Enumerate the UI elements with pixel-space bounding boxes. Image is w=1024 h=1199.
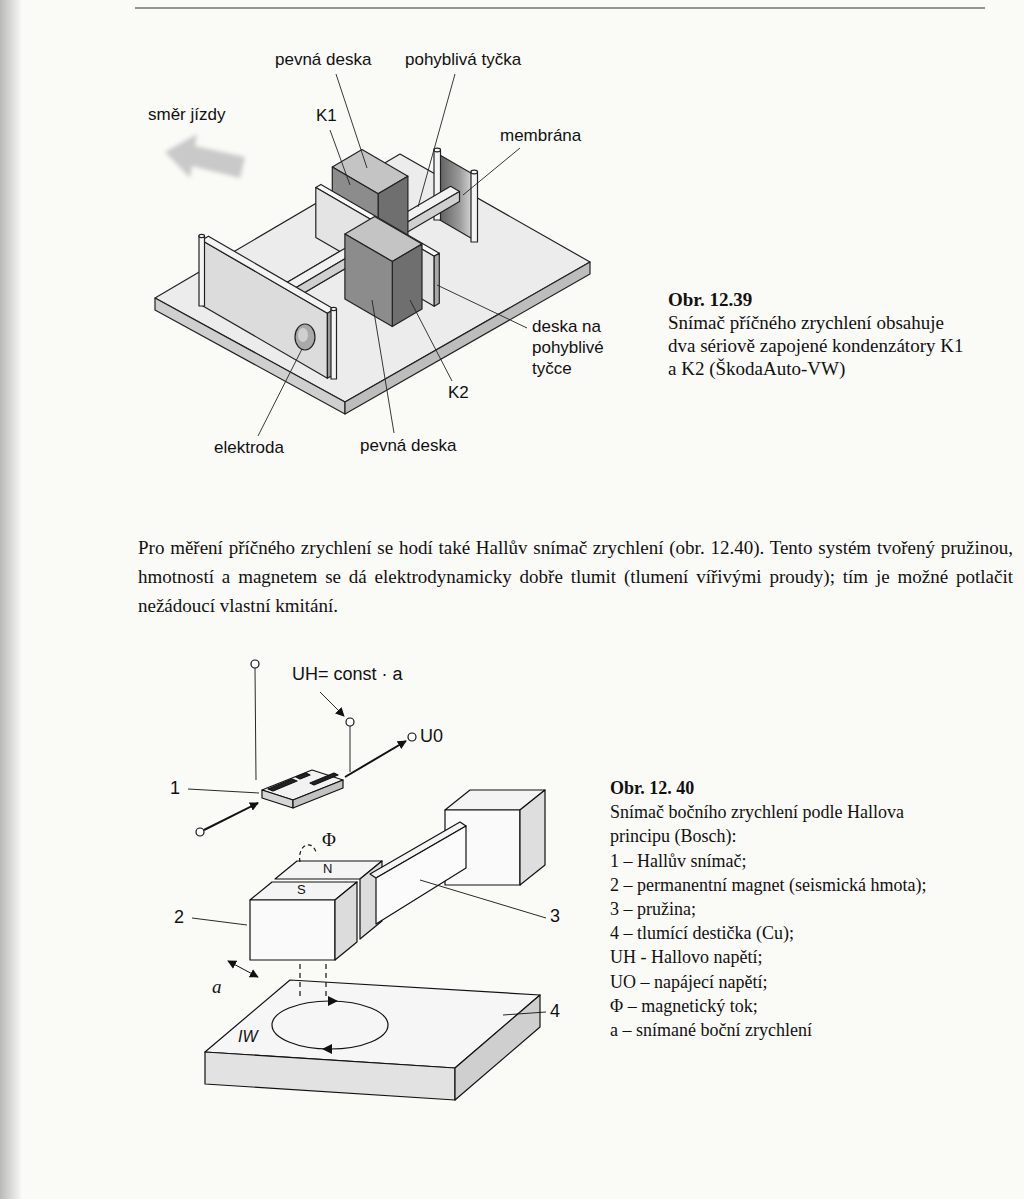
leader-line-shape [410, 300, 452, 381]
legend-line: UH - Hallovo napětí; [610, 945, 958, 969]
capacitive-sensor-illustration-shape [471, 170, 478, 174]
hall-sensor-illustration-shape [520, 790, 545, 885]
page-chrome-shape [0, 0, 22, 1199]
callout-number: 1 [170, 778, 180, 799]
pole-mark: N [323, 862, 332, 877]
legend-line: 1 – Hallův snímač; [610, 849, 958, 873]
hall-sensor-illustration-shape [408, 733, 416, 741]
part-label: pevná deska [275, 50, 371, 70]
figure-caption: Obr. 12. 40Snímač bočního zrychlení podl… [610, 776, 958, 1042]
capacitive-sensor-illustration-shape [434, 253, 439, 306]
hall-sensor-illustration-shape [346, 718, 354, 726]
capacitive-sensor-illustration-shape [434, 148, 441, 152]
hall-sensor-illustration-shape [228, 961, 258, 977]
capacitive-sensor-illustration-shape [345, 234, 392, 327]
hall-sensor-illustration-shape [272, 1001, 388, 1049]
pole-mark: S [297, 883, 306, 898]
caption-text: Snímač příčného zrychlení obsahuje dva s… [668, 311, 968, 380]
capacitive-sensor-illustration-shape [199, 236, 205, 306]
hall-sensor-illustration-shape [293, 780, 343, 808]
capacitive-sensor-illustration-shape [295, 324, 315, 350]
callout-number: 4 [550, 1001, 560, 1022]
hall-sensor-illustration-shape [262, 790, 293, 808]
capacitive-sensor-illustration [155, 148, 590, 414]
hall-sensor-illustration-shape [251, 660, 259, 668]
hall-sensor-illustration [196, 660, 545, 1100]
hall-sensor-illustration-shape [255, 668, 256, 780]
hall-sensor-illustration-shape [204, 803, 258, 830]
part-label: pohyblivá tyčka [405, 50, 521, 70]
travel-direction-arrow-shape [165, 134, 245, 178]
hall-sensor-illustration-shape [320, 692, 344, 716]
flux-symbol: Φ [322, 829, 336, 851]
hall-sensor-illustration-shape [335, 882, 357, 960]
leader-line-shape [336, 74, 367, 168]
hall-sensor-illustration-shape [322, 1044, 332, 1054]
leader-line-shape [437, 285, 527, 328]
capacitive-sensor-illustration-shape [199, 234, 205, 237]
callout-number: 3 [550, 906, 560, 927]
legend-line: Φ – magnetický tok; [610, 994, 958, 1018]
hall-sensor-illustration-shape [268, 779, 297, 791]
current-symbol: IW [238, 1028, 258, 1046]
leader-line-shape [420, 880, 546, 918]
leader-line-shape [372, 300, 394, 433]
hall-sensor-illustration-shape [196, 828, 204, 836]
leader-line-shape [330, 130, 350, 185]
legend-line: a – snímané boční zrychlení [610, 1018, 958, 1042]
page-chrome-shape [135, 8, 985, 9]
hall-sensor-illustration-shape [328, 996, 338, 1006]
formula-label: UH= const · a [292, 664, 403, 685]
part-label: elektroda [214, 438, 284, 458]
hall-sensor-illustration-shape [376, 826, 466, 924]
part-label: pevná deska [360, 436, 456, 456]
hall-sensor-illustration-shape [300, 845, 316, 862]
legend-line: UO – napájecí napětí; [610, 970, 958, 994]
legend-line: 4 – tlumící destička (Cu); [610, 921, 958, 945]
hall-sensor-illustration-shape [325, 964, 326, 998]
capacitive-sensor-illustration-shape [155, 154, 590, 402]
hall-sensor-illustration-shape [345, 741, 406, 777]
capacitive-sensor-illustration-shape [202, 236, 335, 313]
legend-line: 2 – permanentní magnet (seismická hmota)… [610, 873, 958, 897]
legend-line: 3 – pružina; [610, 897, 958, 921]
hall-sensor-illustration-shape [299, 964, 300, 998]
leader-line-shape [188, 789, 259, 793]
acceleration-symbol: a [212, 976, 222, 998]
capacitor-label: K1 [316, 106, 337, 126]
figure-number: Obr. 12. 40 [610, 776, 958, 800]
part-label: membrána [500, 126, 581, 146]
leader-line-shape [463, 148, 520, 195]
capacitive-sensor-illustration-shape [471, 172, 478, 242]
figure-caption: Obr. 12.39Snímač příčného zrychlení obsa… [668, 288, 968, 380]
hall-sensor-illustration-shape [205, 1052, 455, 1100]
travel-direction-arrow [165, 134, 245, 178]
capacitive-sensor-illustration-shape [331, 309, 337, 379]
leader-line [258, 74, 527, 436]
hall-sensor-illustration-shape [455, 995, 540, 1100]
figure-number: Obr. 12.39 [668, 288, 968, 311]
hall-sensor-illustration-shape [296, 773, 310, 779]
hall-sensor-illustration-shape [310, 773, 338, 785]
leader-line-shape [192, 918, 247, 925]
callout-number: 2 [174, 907, 184, 928]
hall-sensor-illustration-shape [350, 726, 351, 772]
capacitive-sensor-illustration-shape [298, 328, 308, 342]
hall-sensor-illustration-shape [250, 900, 335, 960]
direction-label: směr jízdy [148, 105, 225, 125]
capacitor-label: K2 [448, 383, 469, 403]
leader-line [188, 789, 546, 1015]
leader-line-shape [258, 349, 302, 436]
caption-text: Snímač bočního zrychlení podle Hallova p… [610, 800, 958, 848]
leader-line-shape [503, 1012, 546, 1015]
signal-name: U0 [420, 726, 443, 747]
body-paragraph: Pro měření příčného zrychlení se hodí ta… [138, 533, 1013, 620]
leader-line-shape [418, 74, 455, 207]
capacitive-sensor-illustration-shape [202, 240, 328, 378]
part-label: deska na pohyblivé tyčce [532, 316, 636, 379]
capacitive-sensor-illustration-shape [331, 307, 337, 310]
